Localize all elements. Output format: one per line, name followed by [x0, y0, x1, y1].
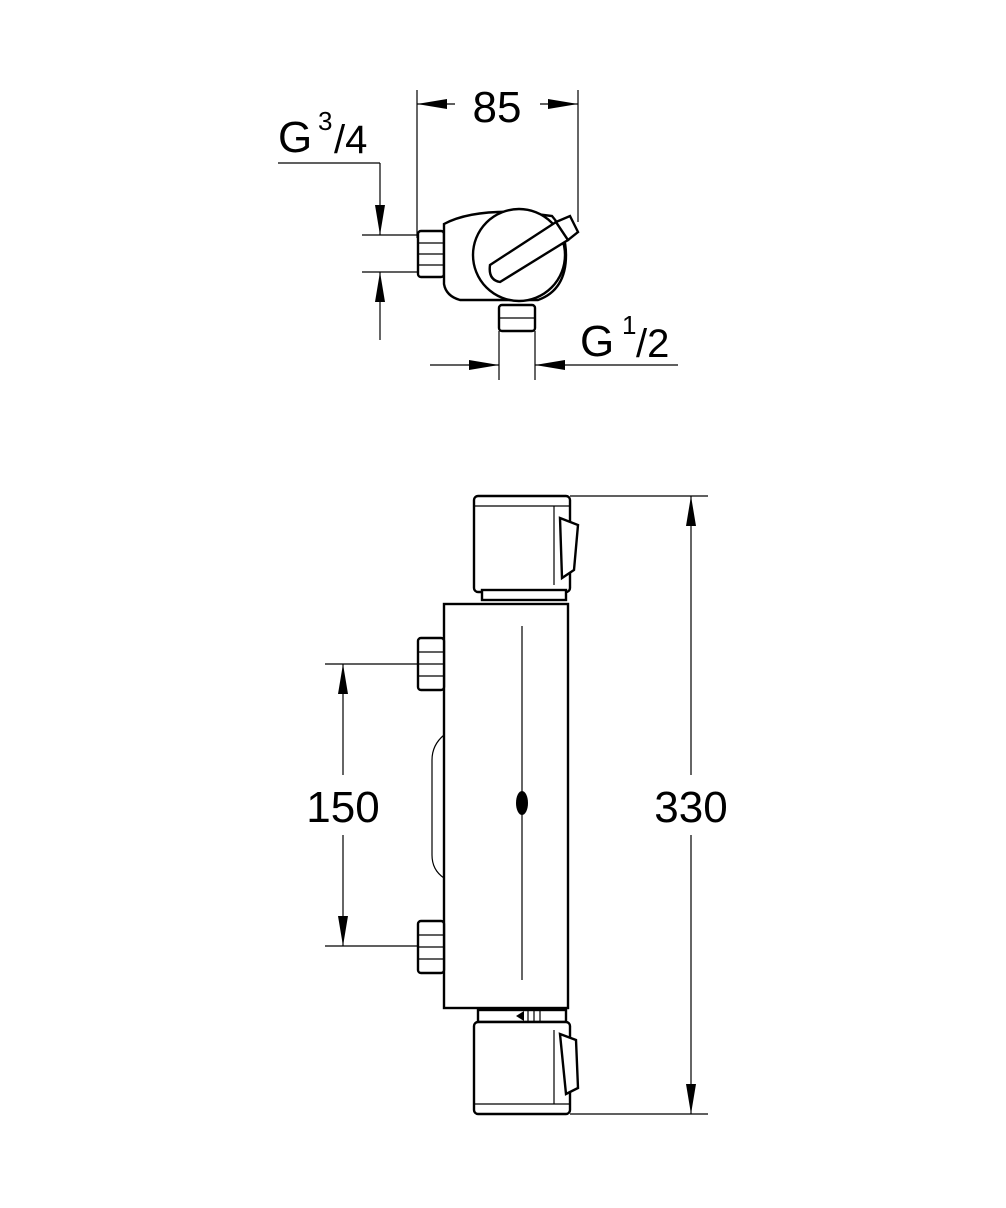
bottom-cap: [472, 1008, 580, 1116]
dimension-g12: G 1 /2: [430, 310, 678, 370]
top-view: 85 G 3 /4: [278, 83, 678, 380]
main-body: [431, 602, 570, 1010]
dimension-330: 330: [570, 495, 728, 1115]
top-cap: [472, 494, 580, 602]
front-view: 150 330: [306, 494, 728, 1116]
inlet-spacing-label: 150: [306, 783, 379, 832]
total-height-label: 330: [654, 783, 727, 832]
mixer-top-body: [416, 207, 580, 380]
lower-inlet-nut: [416, 919, 446, 975]
inlet-thread-denominator: /4: [334, 118, 367, 162]
outlet-thread-denominator: /2: [636, 322, 669, 366]
upper-inlet-nut: [416, 636, 446, 692]
outlet-thread-numerator: 1: [622, 310, 636, 340]
dimension-g34: G 3 /4: [278, 106, 420, 340]
width-85-label: 85: [473, 83, 522, 132]
dimension-85: 85: [416, 83, 579, 238]
inlet-thread-label: G: [278, 113, 312, 162]
dimension-150: 150: [306, 663, 418, 947]
outlet-thread-label: G: [580, 317, 614, 366]
inlet-thread-numerator: 3: [318, 106, 332, 136]
